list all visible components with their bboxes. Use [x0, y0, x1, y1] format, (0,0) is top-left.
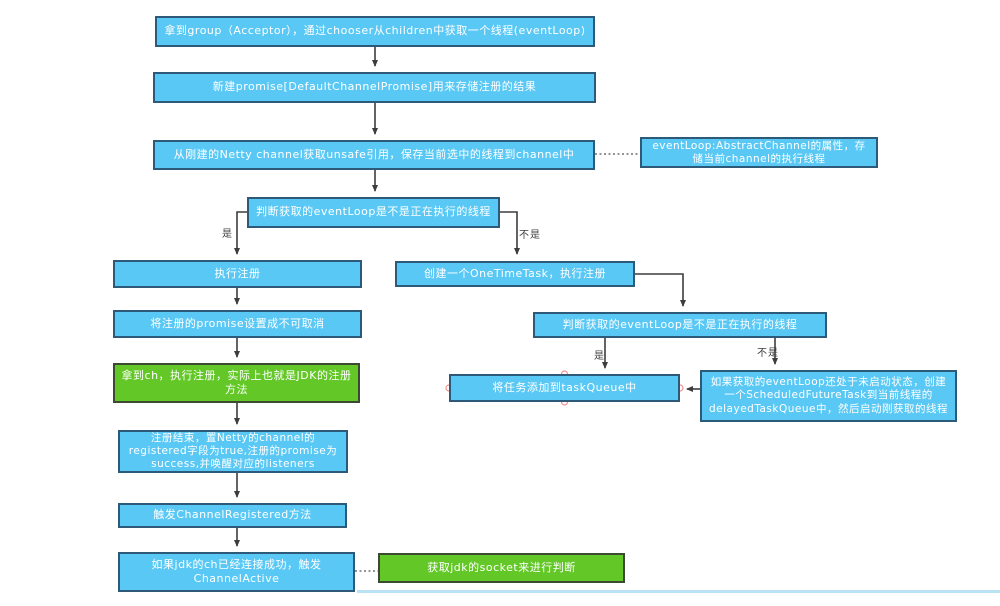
node-add-taskqueue[interactable]: 将任务添加到taskQueue中 — [449, 374, 680, 402]
node-do-register[interactable]: 执行注册 — [113, 260, 362, 288]
node-one-time-task[interactable]: 创建一个OneTimeTask，执行注册 — [395, 261, 635, 287]
connector-onetimetask-to-check2 — [635, 273, 686, 307]
node-get-unsafe[interactable]: 从刚建的Netty channel获取unsafe引用，保存当前选中的线程到ch… — [153, 140, 595, 170]
node-eventloop-note[interactable]: eventLoop:AbstractChannel的属性，存储当前channel… — [640, 137, 878, 168]
node-fire-channel-registered[interactable]: 触发ChannelRegistered方法 — [118, 503, 347, 528]
node-jdk-register[interactable]: 拿到ch，执行注册，实际上也就是JDK的注册方法 — [113, 363, 360, 403]
node-promise-uncancellable[interactable]: 将注册的promise设置成不可取消 — [113, 310, 362, 338]
node-new-promise[interactable]: 新建promise[DefaultChannelPromise]用来存储注册的结… — [153, 72, 596, 103]
node-check-eventloop-1[interactable]: 判断获取的eventLoop是不是正在执行的线程 — [247, 197, 500, 228]
bottom-blue-line — [357, 590, 1000, 593]
edge-label-no-2: 不是 — [757, 348, 779, 359]
node-eventloop-not-started[interactable]: 如果获取的eventLoop还处于未启动状态，创建一个ScheduledFutu… — [700, 370, 957, 422]
edge-label-no-1: 不是 — [519, 230, 541, 241]
node-register-done[interactable]: 注册结束，置Netty的channel的registered字段为true,注册… — [118, 430, 348, 473]
node-socket-check[interactable]: 获取jdk的socket来进行判断 — [378, 553, 625, 583]
connector-check1-no — [500, 211, 520, 255]
node-fire-channel-active[interactable]: 如果jdk的ch已经连接成功，触发ChannelActive — [118, 552, 355, 592]
node-get-group[interactable]: 拿到group（Acceptor），通过chooser从children中获取一… — [155, 16, 595, 47]
connector-check1-yes — [234, 211, 247, 255]
edge-label-yes-1: 是 — [222, 229, 233, 240]
node-check-eventloop-2[interactable]: 判断获取的eventLoop是不是正在执行的线程 — [533, 312, 827, 338]
edge-label-yes-2: 是 — [594, 351, 605, 362]
